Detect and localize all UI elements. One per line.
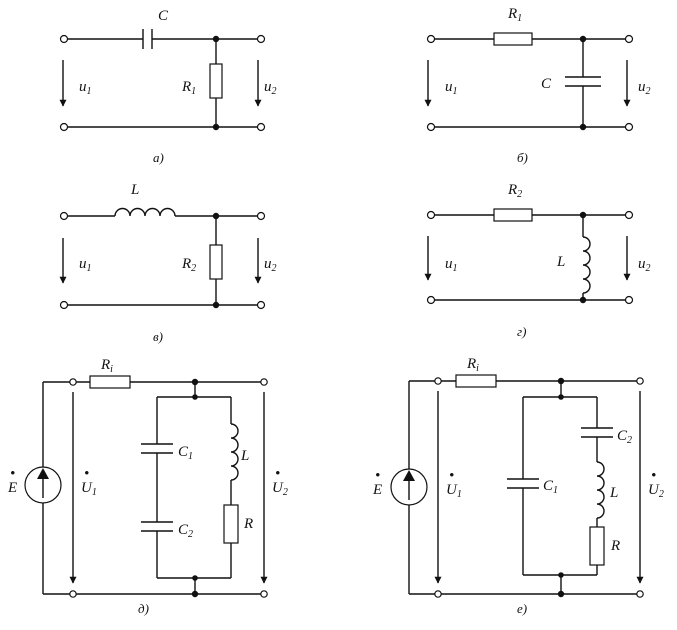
inductor-l — [582, 236, 591, 294]
terminal — [434, 590, 442, 598]
inductor-l — [230, 423, 239, 481]
label-e: E — [372, 482, 382, 498]
label-r2: R2 — [507, 182, 522, 200]
label-r: R — [243, 516, 253, 532]
caption-b: б) — [517, 150, 528, 165]
capacitor-c2 — [141, 521, 173, 532]
label-l: L — [609, 485, 618, 501]
resistor-ri — [455, 374, 497, 388]
terminal — [426, 122, 436, 132]
circuit-d: Ri E • U1 • U2 • C1 C2 L R д) — [7, 357, 288, 616]
inductor-l — [114, 207, 176, 217]
terminal — [426, 210, 436, 220]
label-u1: u1 — [445, 79, 458, 97]
label-e: E — [7, 480, 17, 496]
phasor-dot: • — [84, 466, 89, 482]
terminal — [426, 34, 436, 44]
label-c: C — [158, 8, 169, 24]
phasor-dot: • — [651, 468, 656, 484]
caption-e: е) — [517, 601, 527, 616]
label-u2: u2 — [264, 256, 277, 274]
label-u2: u2 — [638, 256, 651, 274]
label-u1: U1 — [81, 480, 97, 498]
label-u2: u2 — [264, 79, 277, 97]
label-ri: Ri — [100, 357, 113, 375]
terminal — [426, 295, 436, 305]
terminal — [624, 210, 634, 220]
label-ri: Ri — [466, 356, 479, 374]
label-u2: U2 — [648, 482, 664, 500]
terminal — [624, 295, 634, 305]
capacitor-c — [142, 29, 153, 49]
terminal — [636, 377, 644, 385]
terminal — [59, 300, 69, 310]
label-l: L — [240, 448, 249, 464]
label-l: L — [130, 182, 139, 198]
label-u1: u1 — [79, 79, 92, 97]
terminal — [256, 211, 266, 221]
inductor-l — [596, 461, 605, 519]
label-u1: u1 — [79, 256, 92, 274]
caption-d: д) — [138, 601, 149, 616]
capacitor-c — [565, 76, 601, 87]
label-r1: R1 — [181, 79, 196, 97]
resistor-r2 — [493, 208, 533, 222]
terminal — [59, 211, 69, 221]
terminal — [256, 300, 266, 310]
phasor-dot: • — [275, 466, 280, 482]
terminal — [636, 590, 644, 598]
label-c1: C1 — [543, 478, 558, 496]
caption-v: в) — [153, 329, 163, 344]
terminal — [69, 378, 77, 386]
circuit-e: Ri E • U1 • U2 • C1 C2 L R е) — [372, 356, 664, 616]
resistor-r1 — [209, 63, 223, 99]
voltage-source-e — [24, 466, 62, 504]
label-c1: C1 — [178, 444, 193, 462]
label-l: L — [556, 254, 565, 270]
terminal — [624, 34, 634, 44]
terminal — [624, 122, 634, 132]
circuit-v: L R2 u1 u2 в) — [59, 182, 277, 344]
resistor-r1 — [493, 32, 533, 46]
label-u1: U1 — [446, 482, 462, 500]
phasor-dot: • — [449, 468, 454, 484]
terminal — [59, 34, 69, 44]
label-c2: C2 — [617, 428, 632, 446]
terminal — [69, 590, 77, 598]
capacitor-c2 — [581, 427, 613, 438]
voltage-source-e — [390, 468, 428, 506]
circuit-a: C R1 u1 u2 а) — [59, 8, 277, 165]
resistor-r — [223, 504, 239, 544]
phasor-dot: • — [375, 468, 380, 484]
capacitor-c1 — [141, 443, 173, 454]
terminal — [434, 377, 442, 385]
label-c: C — [541, 76, 552, 92]
resistor-r — [589, 526, 605, 566]
capacitor-c1 — [507, 478, 539, 489]
terminal — [260, 590, 268, 598]
label-c2: C2 — [178, 522, 193, 540]
label-u2: u2 — [638, 79, 651, 97]
label-u1: u1 — [445, 256, 458, 274]
terminal — [256, 34, 266, 44]
label-r: R — [610, 538, 620, 554]
phasor-dot: • — [10, 466, 15, 482]
terminal — [260, 378, 268, 386]
resistor-ri — [89, 375, 131, 389]
circuit-g: R2 L u1 u2 г) — [424, 182, 651, 339]
label-r2: R2 — [181, 256, 196, 274]
resistor-r2 — [209, 244, 223, 280]
label-r1: R1 — [507, 6, 522, 24]
caption-g: г) — [517, 324, 526, 339]
label-u2: U2 — [272, 480, 288, 498]
terminal — [59, 122, 69, 132]
circuit-b: R1 C u1 u2 б) — [424, 6, 651, 165]
terminal — [256, 122, 266, 132]
caption-a: а) — [153, 150, 164, 165]
